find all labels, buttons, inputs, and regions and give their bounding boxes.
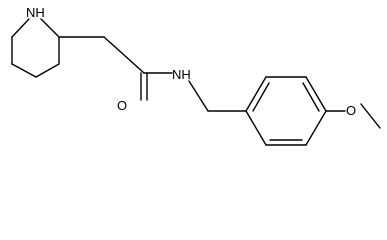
- carbonyl-oxygen-label: O: [117, 98, 127, 113]
- bond-c4-c5: [11, 63, 37, 78]
- aromatic-inner-bond-2: [302, 82, 320, 112]
- bond-c6-nh: [11, 18, 30, 38]
- aromatic-inner-bond-3: [252, 82, 270, 112]
- bond-ch2-carbonyl: [103, 36, 145, 74]
- bond-nh-c2: [40, 18, 60, 38]
- bond-n-ch2: [188, 80, 209, 112]
- bond-ar3-ar4: [305, 110, 327, 146]
- ether-oxygen-label: O: [346, 103, 356, 118]
- bond-o-methyl: [360, 103, 381, 129]
- piperidine-ring: [11, 18, 60, 78]
- bond-c3-c4: [35, 63, 60, 78]
- methoxy-group: [325, 103, 381, 129]
- bond-ar4-ar5: [305, 76, 327, 112]
- chemical-structure: NH O NH O: [11, 5, 381, 146]
- ring-nh-label: NH: [26, 5, 45, 20]
- amide-nh-label: NH: [172, 67, 191, 82]
- benzene-ring: [245, 76, 327, 146]
- bond-ar6-ar1: [245, 76, 267, 112]
- bond-ar1-ar2: [245, 110, 267, 146]
- acetamide-linker: [58, 36, 247, 112]
